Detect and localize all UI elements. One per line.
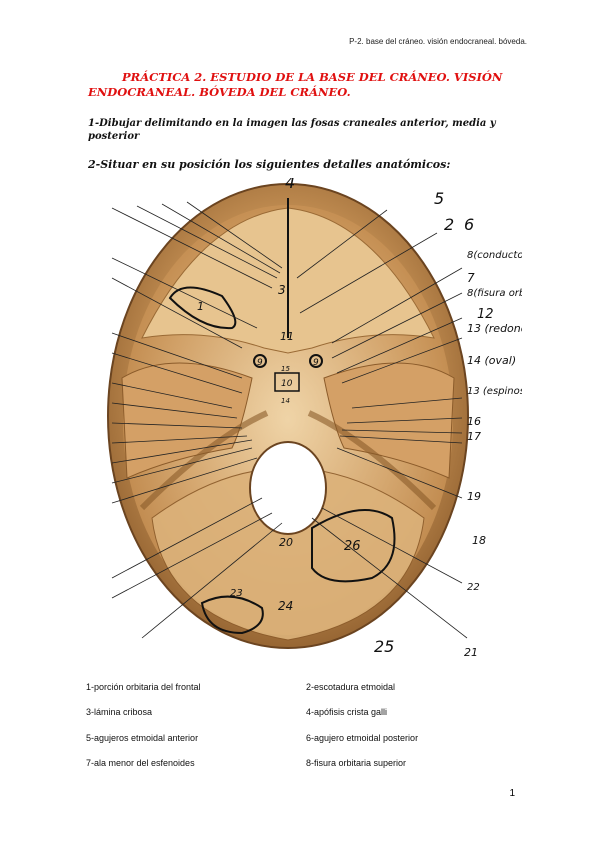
leader-lines-right [296, 209, 468, 639]
question-1: 1-Dibujar delimitando en la imagen las f… [88, 118, 496, 142]
page-number: 1 [509, 788, 515, 799]
outline-26 [311, 509, 396, 583]
label-26: 26 [344, 539, 361, 554]
middle-fossa-right [323, 362, 455, 479]
label-9a: 9 [257, 358, 263, 368]
label-21: 21 [464, 646, 478, 659]
legend-item: 8-fisura orbitaria superior [306, 758, 407, 769]
label-11: 11 [280, 330, 294, 343]
label-12: 12 [477, 307, 494, 322]
outline-24 [200, 595, 264, 635]
title-line-1: PRÁCTICA 2. ESTUDIO DE LA BASE DEL CRÁNE… [122, 70, 503, 84]
legend-row: 7-ala menor del esfenoides 8-fisura orbi… [86, 751, 526, 777]
legend-row: 1-porción orbitaria del frontal 2-escota… [86, 674, 526, 700]
legend-list: 1-porción orbitaria del frontal 2-escota… [86, 674, 526, 776]
legend-item: 3-lámina cribosa [86, 707, 153, 718]
label-23: 23 [230, 588, 243, 599]
label-17: 17 [467, 430, 481, 443]
foramen-magnum [249, 441, 327, 535]
label-2: 2 [444, 215, 454, 234]
page-title: PRÁCTICA 2. ESTUDIO DE LA BASE DEL CRÁNE… [88, 70, 508, 100]
petrous-ridge-left [139, 410, 269, 511]
label-7: 7 [467, 271, 475, 285]
label-22: 22 [467, 582, 480, 593]
legend-item: 6-agujero etmoidal posterior [306, 732, 419, 743]
label-16: 16 [467, 415, 481, 428]
legend-item: 4-apófisis crista galli [306, 707, 388, 718]
label-8a: 8(conducto óptico) [467, 249, 522, 261]
label-19: 19 [467, 490, 481, 503]
label-13b: 13 (espinoso) [467, 386, 522, 397]
legend-item: 2-escotadura etmoidal [306, 681, 396, 692]
label-24: 24 [278, 599, 293, 613]
circle-9-left [253, 354, 267, 368]
legend-row: 5-agujeros etmoidal anterior 6-agujero e… [86, 725, 526, 751]
label-25: 25 [374, 637, 394, 656]
label-14: 14 (oval) [467, 354, 516, 367]
circle-9-right [309, 354, 323, 368]
question-2: 2-Situar en su posición los siguientes d… [88, 158, 451, 171]
label-3: 3 [278, 283, 286, 297]
petrous-ridge-right [307, 410, 437, 511]
label-20: 20 [279, 536, 293, 549]
label-14c: 14 [281, 397, 290, 405]
label-8b: 8(fisura orb sup) [467, 288, 522, 299]
legend-row: 3-lámina cribosa 4-apófisis crista galli [86, 700, 526, 726]
label-6: 6 [464, 215, 474, 234]
title-line-2: ENDOCRANEAL. BÓVEDA DEL CRÁNEO. [88, 85, 351, 99]
header-note: P-2. base del cráneo. visión endocraneal… [349, 37, 527, 46]
label-10: 10 [281, 379, 293, 389]
leader-lines-left [111, 201, 283, 639]
legend-item: 1-porción orbitaria del frontal [86, 681, 201, 692]
label-18: 18 [472, 534, 486, 547]
label-13a: 13 (redondo) [467, 322, 522, 335]
legend-item: 7-ala menor del esfenoides [86, 758, 195, 769]
label-4: 4 [285, 178, 295, 192]
label-15: 15 [281, 365, 290, 373]
label-5: 5 [434, 189, 444, 208]
label-9b: 9 [313, 358, 319, 368]
label-1: 1 [197, 300, 204, 313]
outline-1 [168, 286, 237, 330]
skull-base-figure: 4 5 2 6 8(conducto óptico) 7 8(fisura or… [82, 173, 561, 693]
legend-item: 5-agujeros etmoidal anterior [86, 732, 199, 743]
sella-box [274, 372, 300, 392]
skull-base-illustration: 4 5 2 6 8(conducto óptico) 7 8(fisura or… [107, 173, 561, 693]
